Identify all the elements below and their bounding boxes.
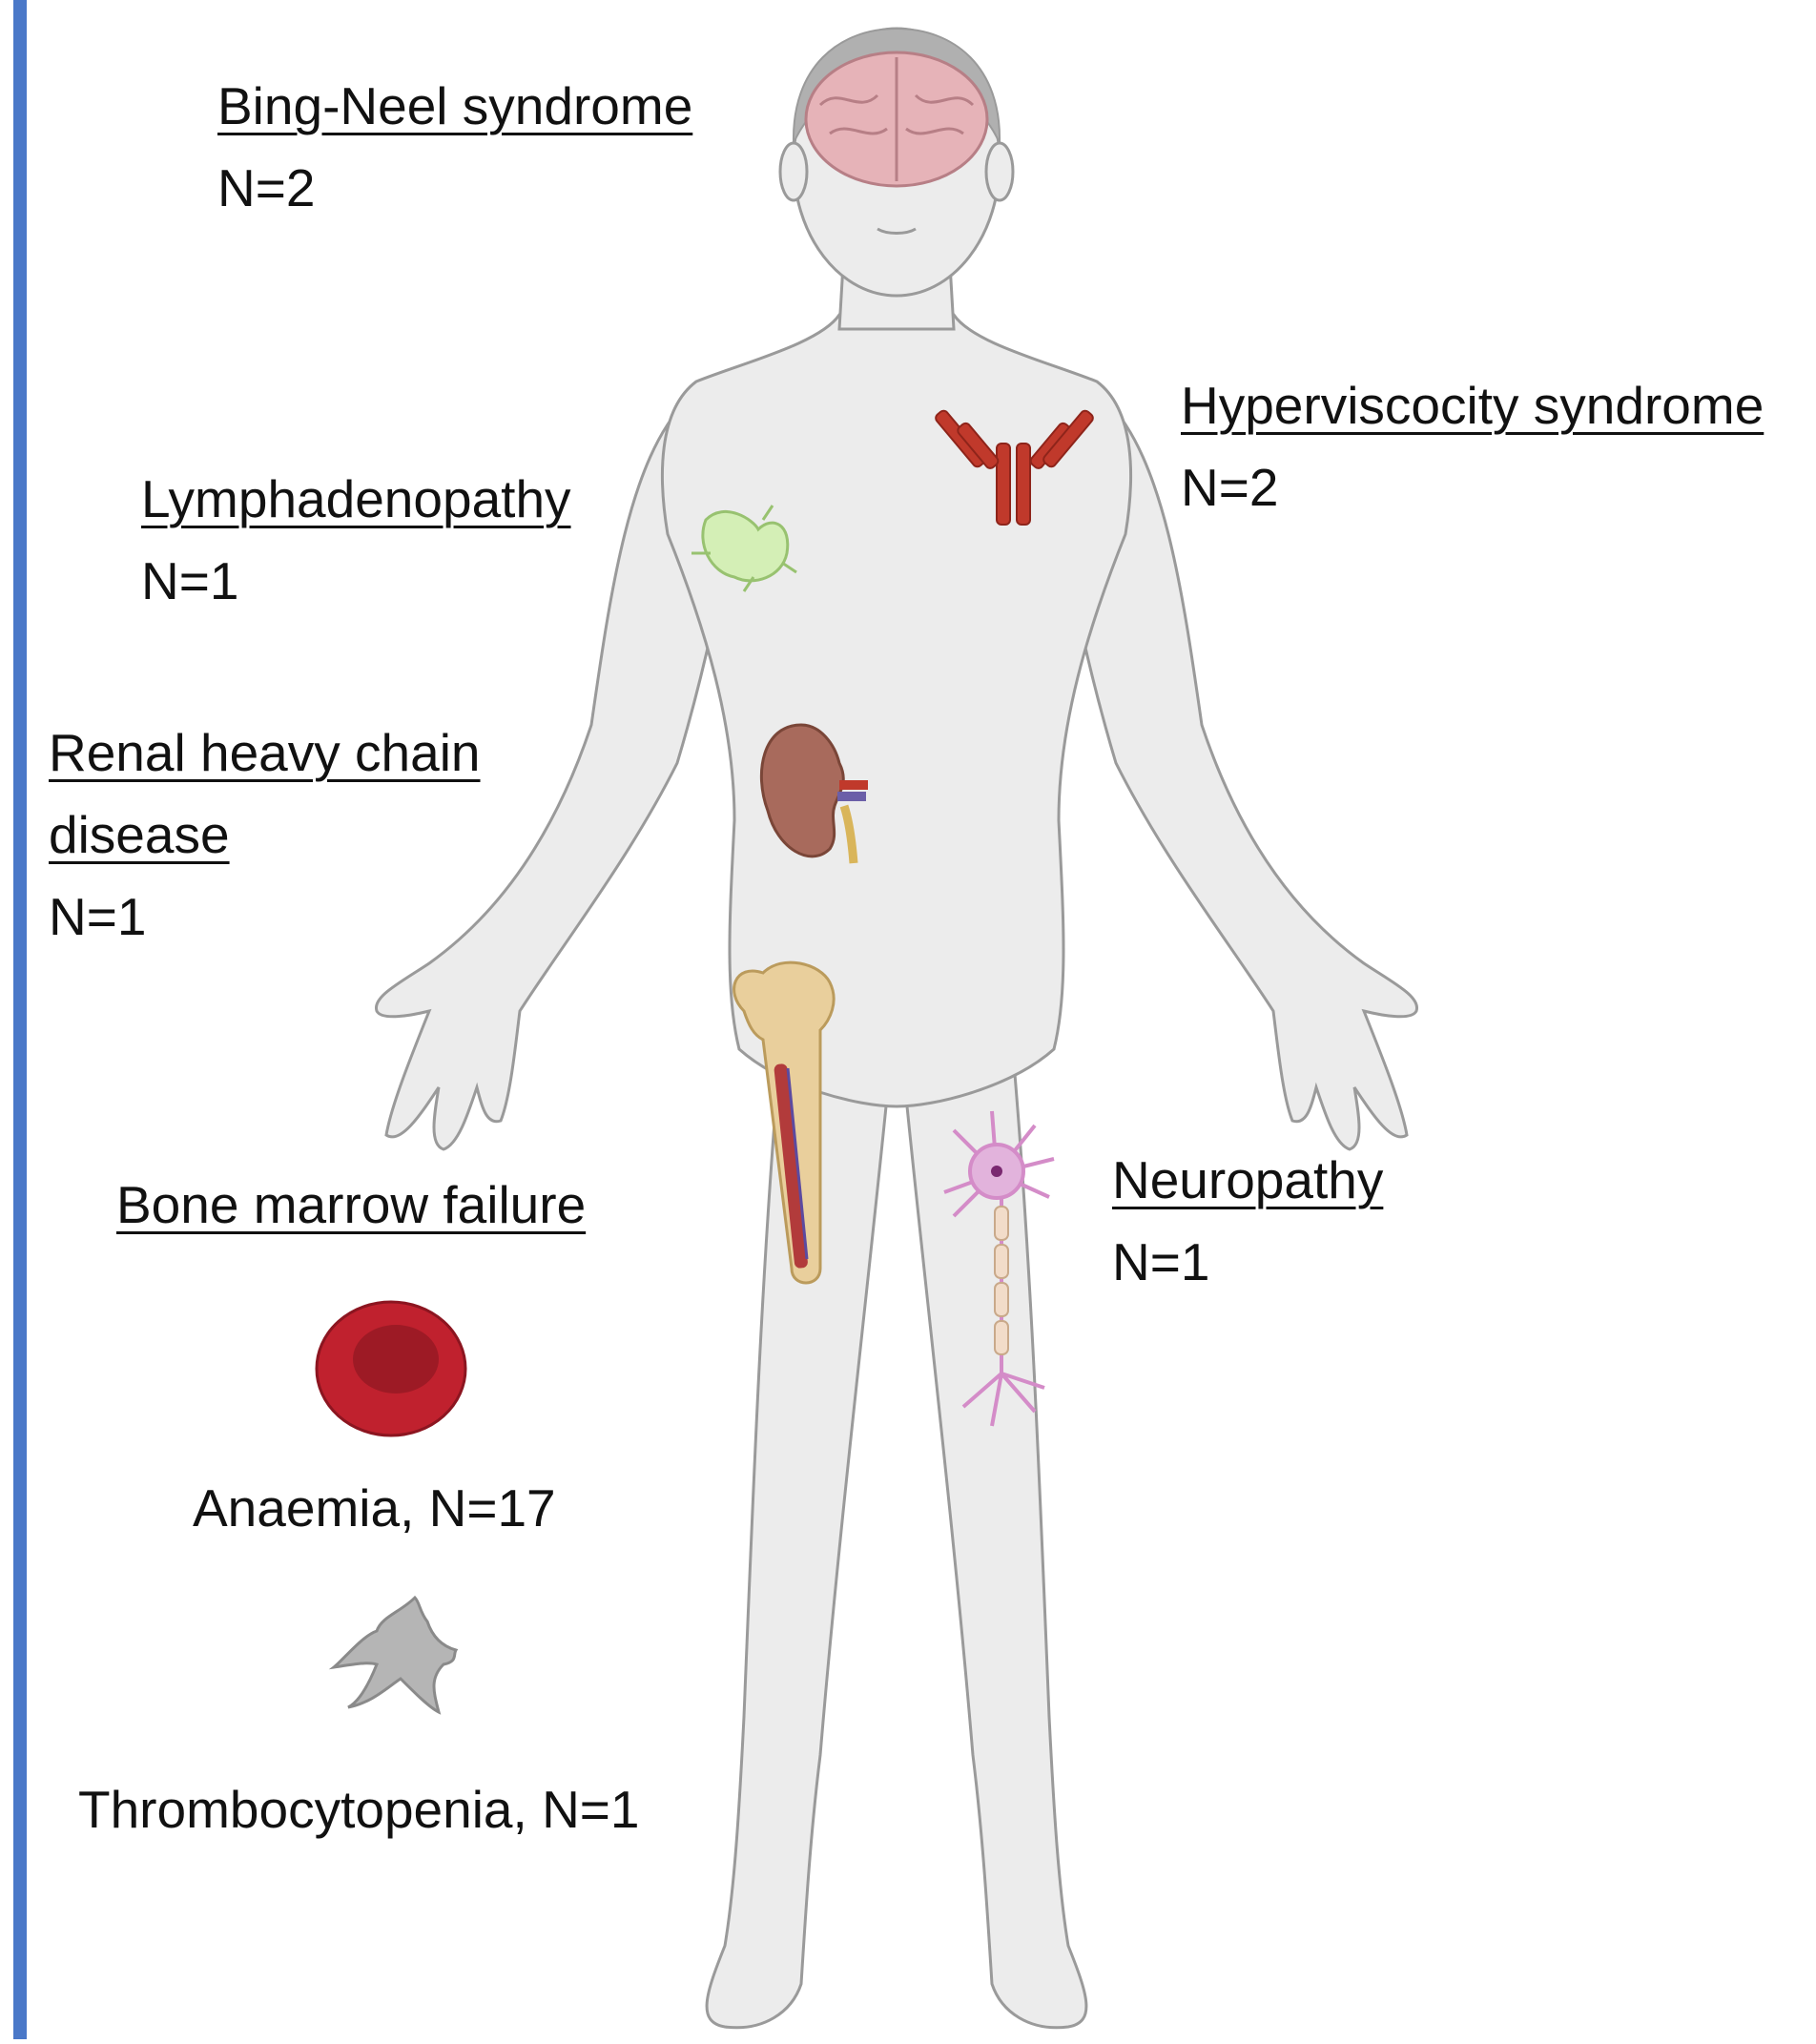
lymphadenopathy-title: Lymphadenopathy [141, 473, 571, 526]
neuropathy-title: Neuropathy [1112, 1154, 1383, 1207]
platelet-icon [334, 1598, 456, 1712]
human-body-silhouette [376, 29, 1416, 2028]
hyperviscosity-title: Hyperviscocity syndrome [1181, 380, 1764, 432]
bone-marrow-title: Bone marrow failure [116, 1179, 586, 1231]
anaemia-label: Anaemia, N=17 [193, 1482, 556, 1535]
bing-neel-count: N=2 [217, 162, 315, 215]
hyperviscosity-count: N=2 [1181, 462, 1278, 514]
bing-neel-title: Bing-Neel syndrome [217, 80, 692, 133]
renal-count: N=1 [49, 891, 146, 943]
red-blood-cell-icon [317, 1302, 465, 1435]
renal-title-line2: disease [49, 809, 230, 861]
thrombocytopenia-label: Thrombocytopenia, N=1 [78, 1784, 640, 1836]
neuropathy-count: N=1 [1112, 1236, 1209, 1289]
brain-icon [806, 52, 987, 186]
side-accent-bar [13, 0, 27, 2039]
lymphadenopathy-count: N=1 [141, 555, 238, 608]
renal-title-line1: Renal heavy chain [49, 727, 481, 779]
